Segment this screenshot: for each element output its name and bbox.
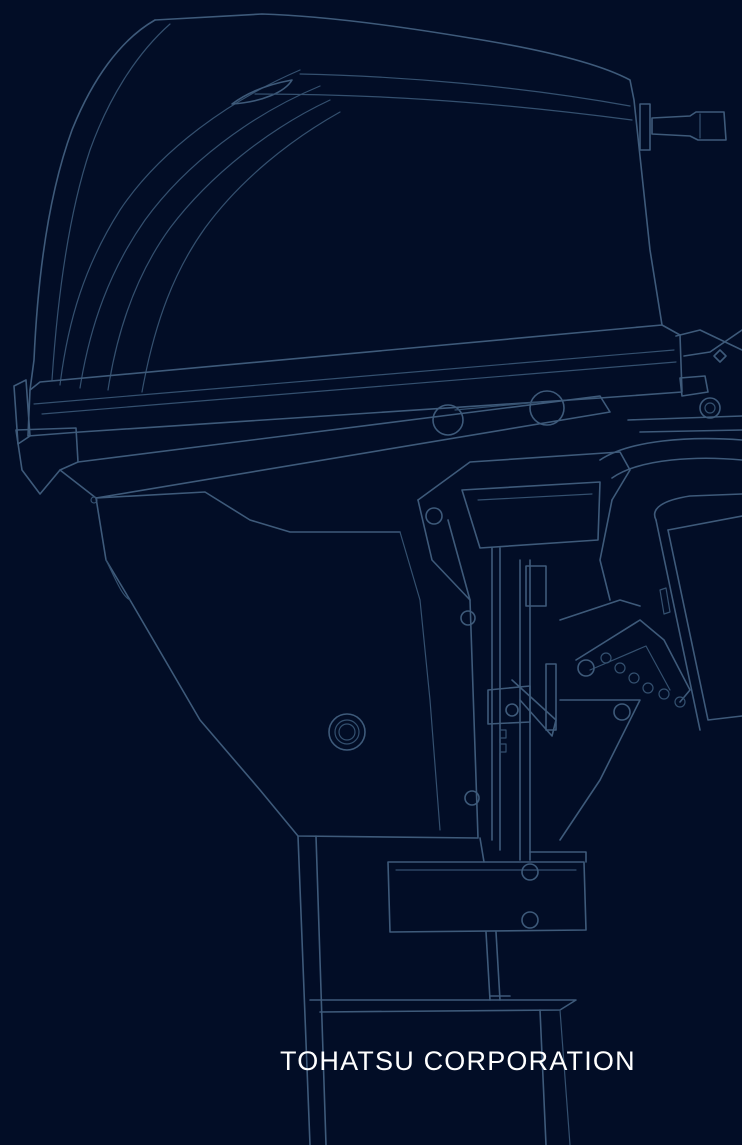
cowling-band: [13, 324, 683, 504]
steering-bracket: [599, 329, 742, 479]
midsection: [297, 835, 587, 1145]
engine-cowling: [29, 13, 663, 393]
transom-bracket: [599, 493, 742, 731]
company-name: TOHATSU CORPORATION: [280, 1046, 636, 1076]
clamp-bracket: [417, 451, 691, 861]
tiller-handle: [639, 103, 727, 151]
lower-cover: [95, 491, 479, 839]
